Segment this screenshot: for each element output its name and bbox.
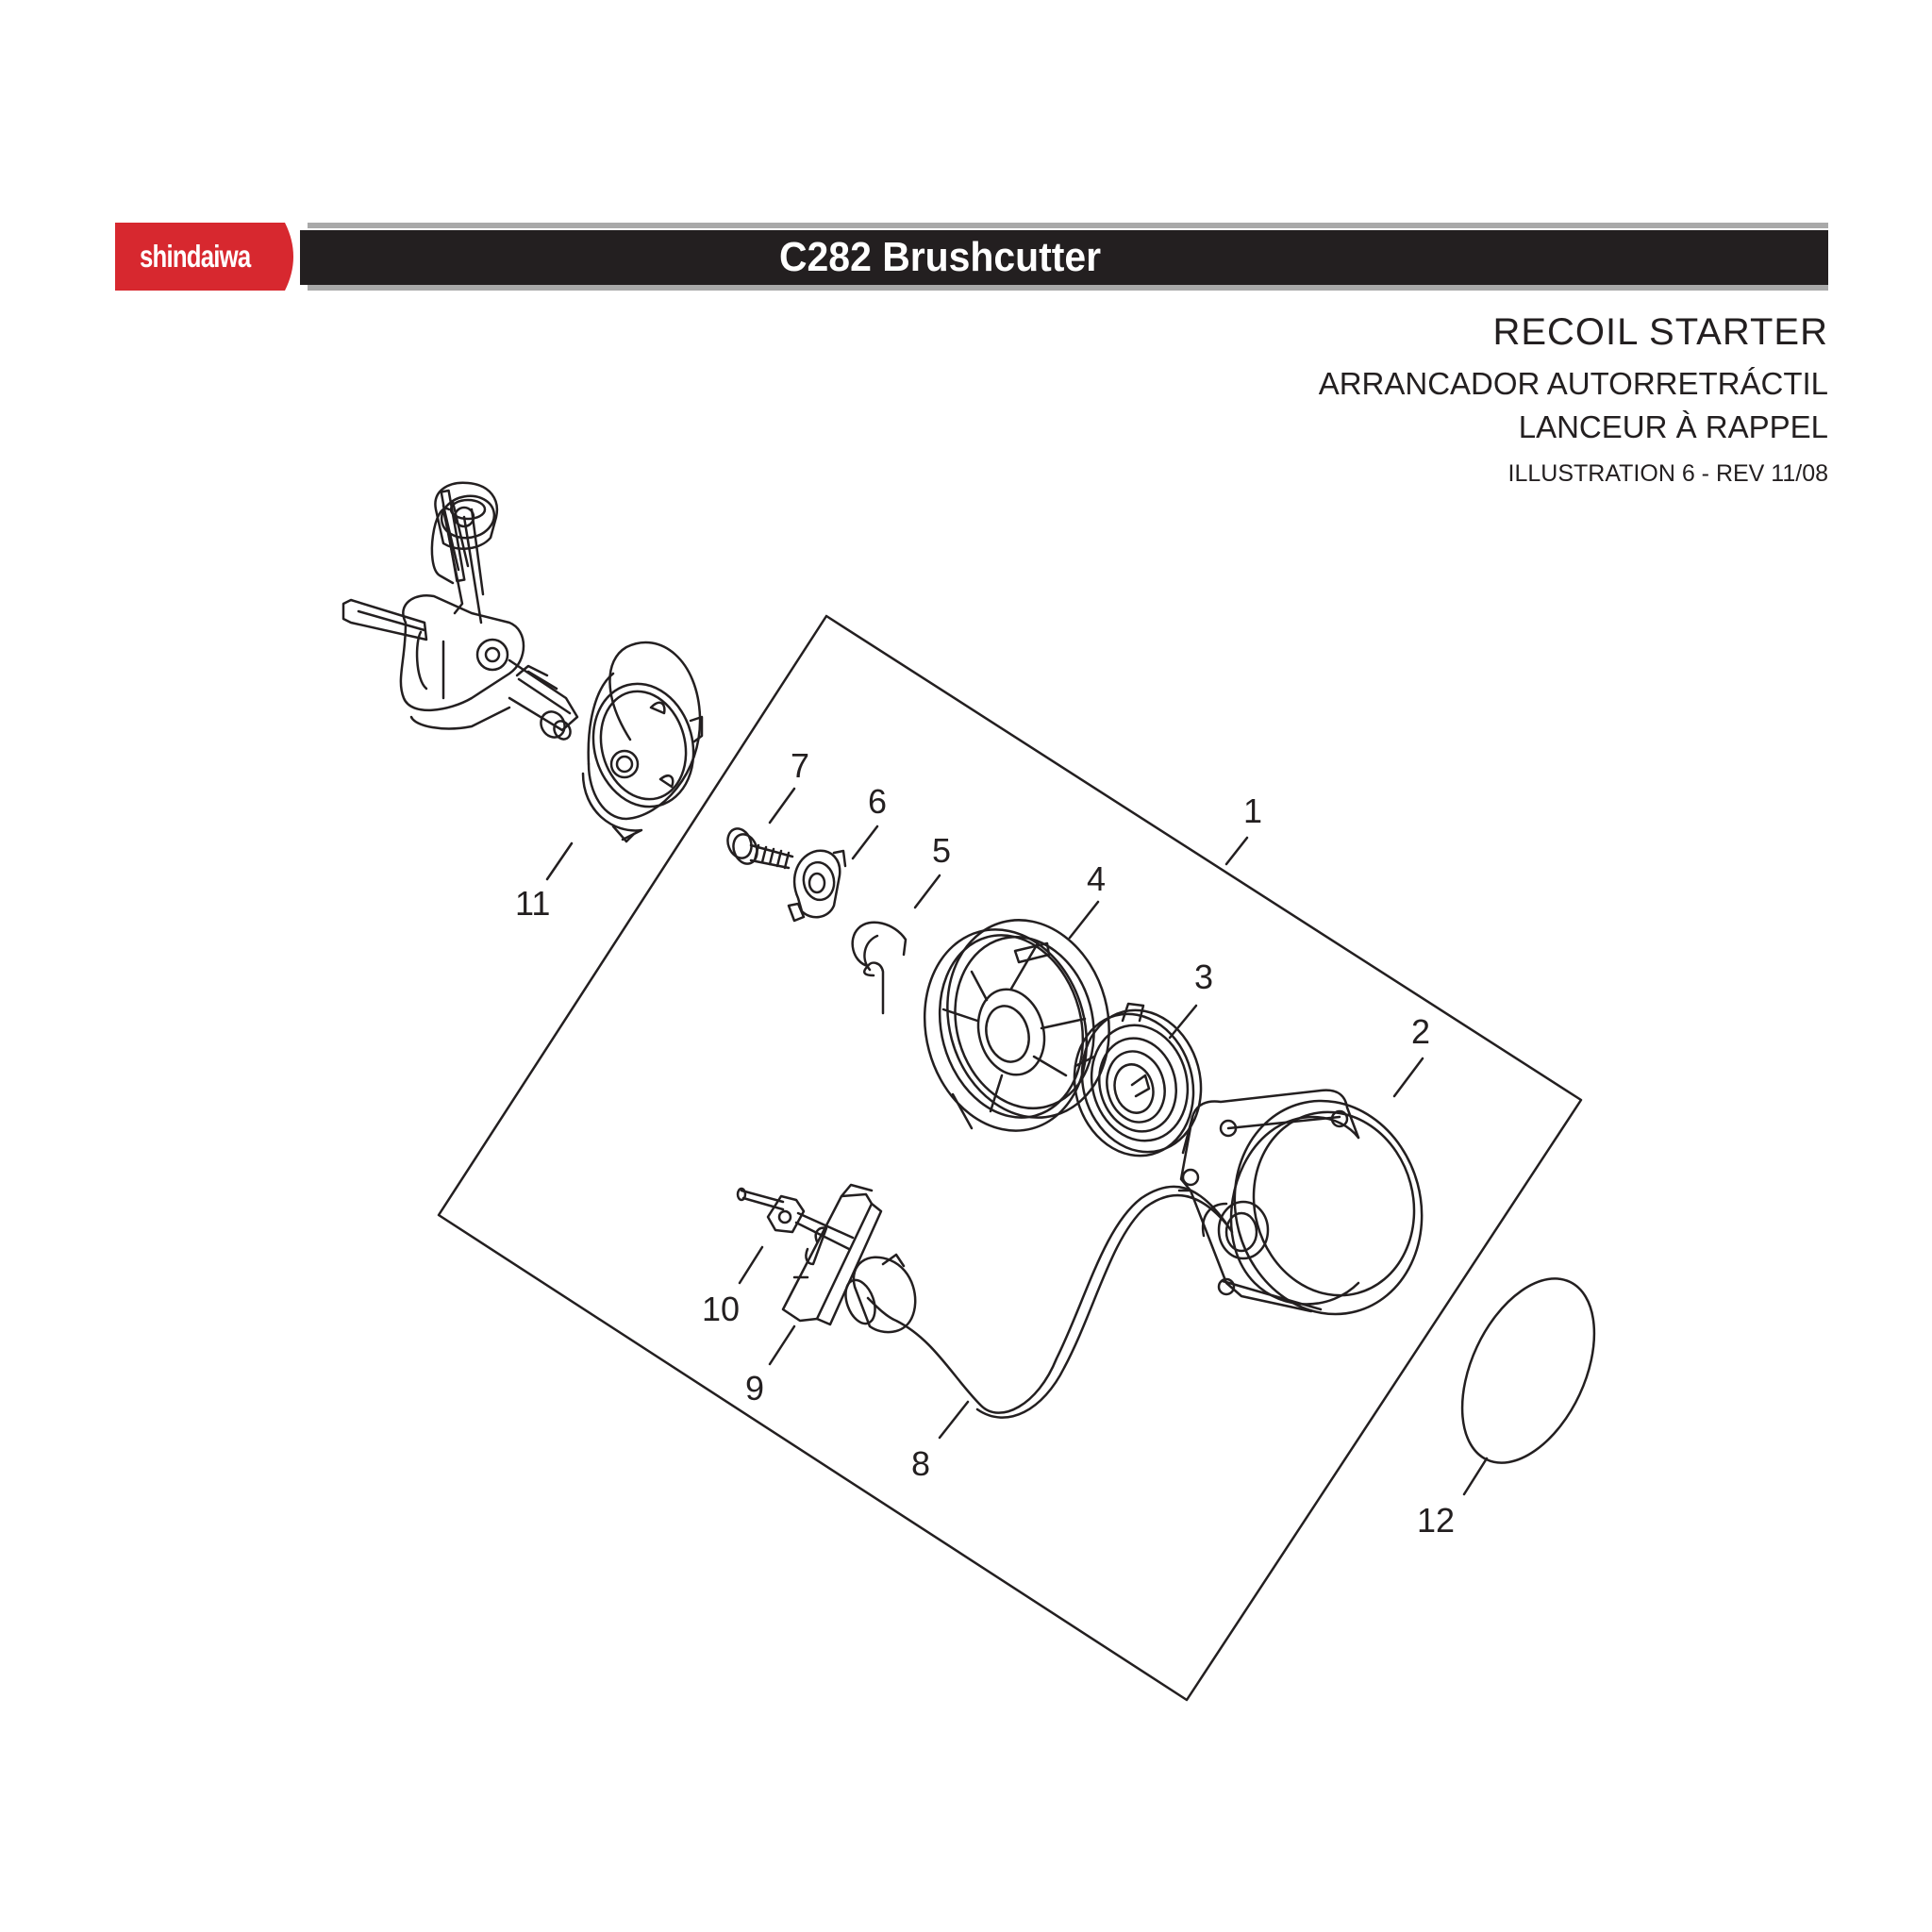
starter-pulley-flywheel bbox=[581, 641, 704, 843]
handle-insert-part bbox=[736, 1187, 855, 1251]
recoil-spring-part bbox=[1073, 1002, 1203, 1158]
callout-8: 8 bbox=[911, 1444, 930, 1483]
callout-11: 11 bbox=[515, 884, 550, 923]
section-title-french: LANCEUR À RAPPEL bbox=[1518, 409, 1828, 444]
starter-rope-inner bbox=[975, 1193, 1230, 1419]
callout-9: 9 bbox=[745, 1369, 764, 1407]
brand-logo-badge bbox=[115, 223, 300, 291]
callout-3: 3 bbox=[1194, 958, 1213, 996]
callout-12: 12 bbox=[1417, 1501, 1455, 1540]
rope-knob-part bbox=[844, 1253, 917, 1334]
callout-2: 2 bbox=[1411, 1012, 1430, 1051]
crankshaft-part bbox=[341, 481, 579, 741]
rope-reel-part bbox=[923, 919, 1110, 1132]
header-bar-bottom-rule bbox=[308, 285, 1828, 291]
brand-logo-text: shindaiwa bbox=[140, 239, 251, 274]
header-bar-top-rule bbox=[308, 223, 1828, 228]
illustration-reference: ILLUSTRATION 6 - REV 11/08 bbox=[1507, 460, 1828, 487]
starter-handle-part bbox=[781, 1183, 883, 1326]
header-bar bbox=[300, 230, 1828, 285]
starter-case-part bbox=[1177, 1089, 1424, 1316]
callout-7: 7 bbox=[791, 746, 809, 785]
assembly-group-outline bbox=[437, 614, 1583, 1702]
section-title-english: RECOIL STARTER bbox=[1492, 311, 1828, 353]
callout-10: 10 bbox=[702, 1290, 740, 1328]
callout-5: 5 bbox=[932, 831, 951, 870]
starter-rope-part bbox=[866, 1185, 1234, 1414]
screw-part bbox=[726, 827, 794, 870]
product-title: C282 Brushcutter bbox=[779, 234, 1102, 280]
callout-1: 1 bbox=[1243, 791, 1262, 830]
spring-clip-part bbox=[851, 921, 908, 1015]
ratchet-part bbox=[787, 849, 847, 923]
callout-4: 4 bbox=[1087, 859, 1106, 898]
callout-leader-lines bbox=[545, 787, 1489, 1496]
callout-6: 6 bbox=[868, 782, 887, 821]
cover-plate-part bbox=[1460, 1277, 1596, 1464]
section-title-spanish: ARRANCADOR AUTORRETRÁCTIL bbox=[1318, 366, 1828, 401]
